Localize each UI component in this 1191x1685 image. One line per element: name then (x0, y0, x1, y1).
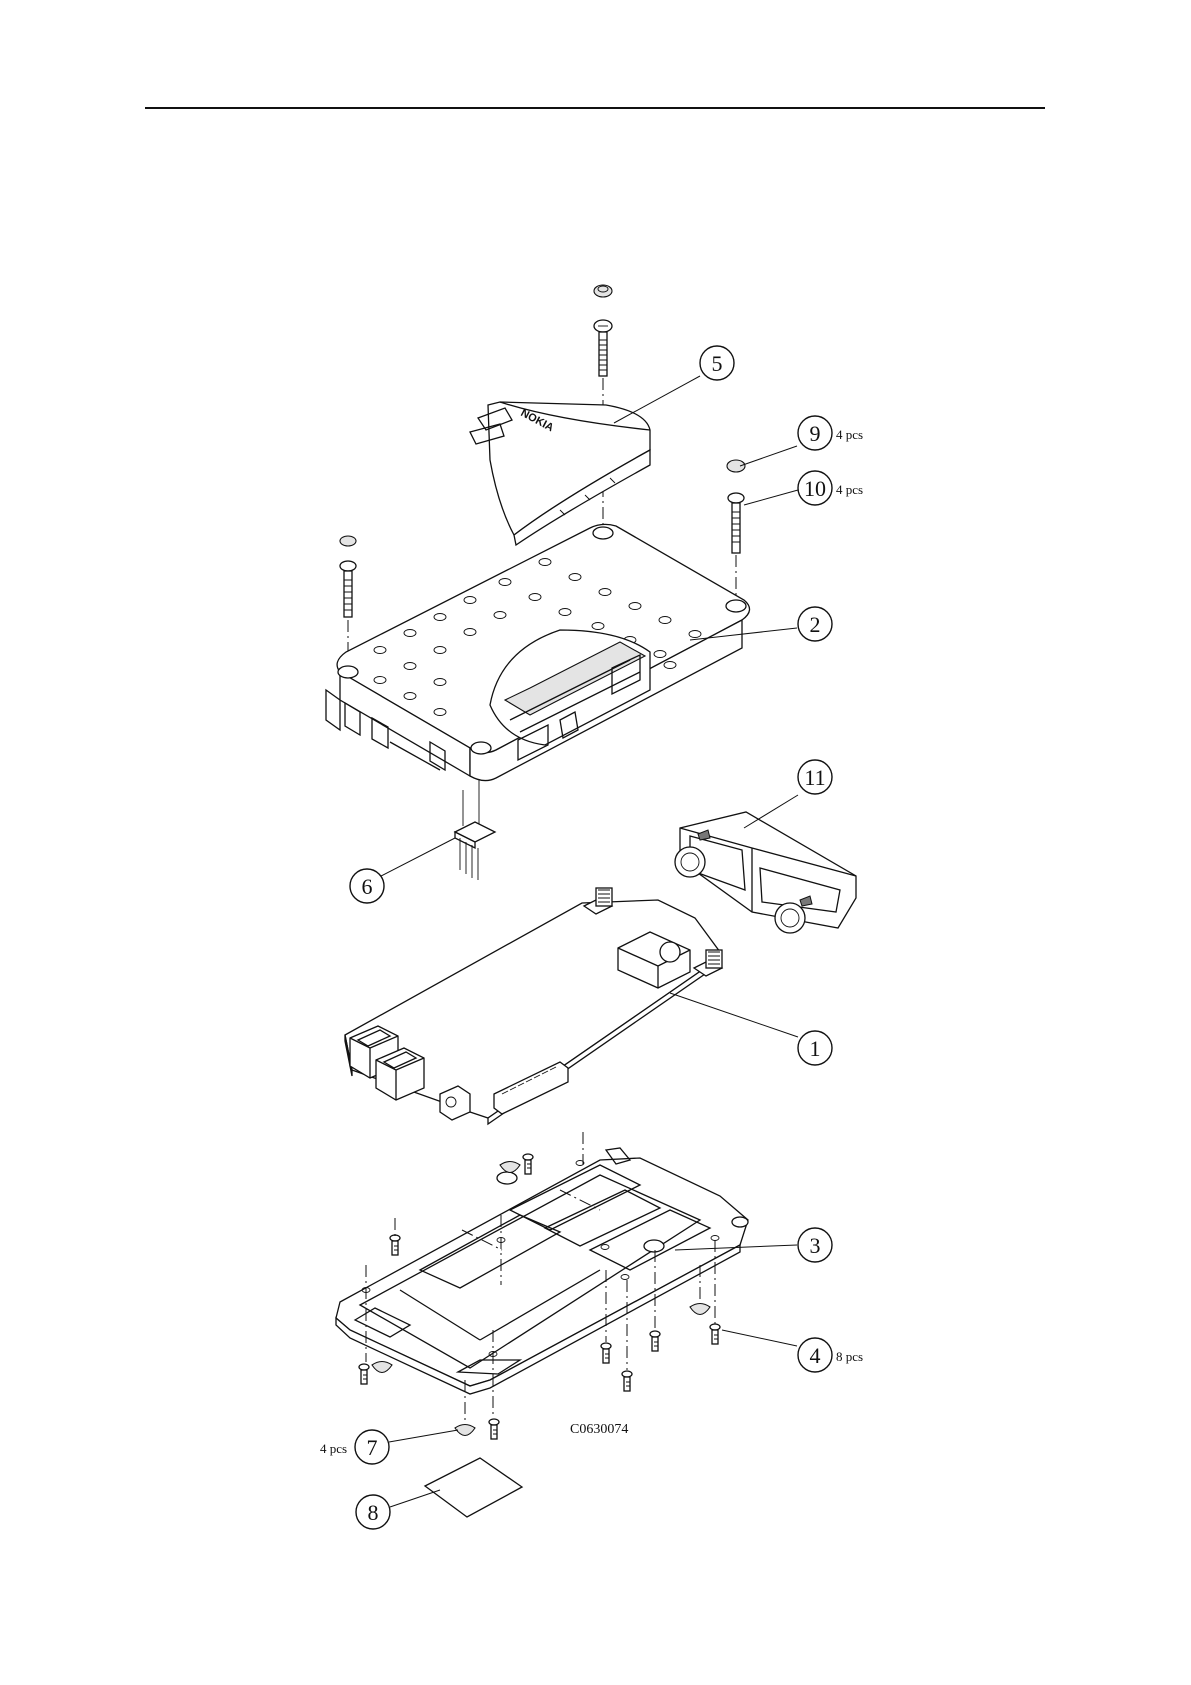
svg-text:2: 2 (810, 612, 821, 637)
housing-part-2 (326, 524, 750, 780)
svg-text:3: 3 (810, 1233, 821, 1258)
callout-2: 2 (798, 607, 832, 641)
right-screw-with-cap (727, 460, 745, 598)
callout-11: 11 (798, 760, 832, 794)
svg-text:6: 6 (362, 874, 373, 899)
svg-text:10: 10 (804, 476, 826, 501)
callout-10: 10 4 pcs (798, 471, 863, 505)
svg-text:5: 5 (712, 351, 723, 376)
callout-4: 4 8 pcs (798, 1338, 863, 1372)
callout-5: 5 (700, 346, 734, 380)
circuit-board-part-1 (345, 888, 722, 1124)
cover-part-5: NOKIA (470, 402, 650, 545)
callout-1: 1 (798, 1031, 832, 1065)
drawing-code: C0630074 (570, 1422, 628, 1437)
callout-10-qty: 4 pcs (836, 482, 863, 497)
callout-9: 9 4 pcs (798, 416, 863, 450)
svg-text:11: 11 (804, 765, 825, 790)
connector-part-6 (455, 780, 495, 880)
svg-text:9: 9 (810, 421, 821, 446)
callout-7-qty: 4 pcs (320, 1441, 347, 1456)
svg-text:4: 4 (810, 1343, 821, 1368)
callout-3: 3 (798, 1228, 832, 1262)
svg-text:1: 1 (810, 1036, 821, 1061)
callout-6: 6 (350, 869, 384, 903)
label-part-8 (425, 1458, 522, 1517)
callout-8: 8 (356, 1495, 390, 1529)
svg-text:8: 8 (368, 1500, 379, 1525)
svg-text:7: 7 (367, 1435, 378, 1460)
connector-housing-part-11 (675, 812, 856, 933)
bottom-frame-part-3 (336, 1148, 748, 1394)
callout-4-qty: 8 pcs (836, 1349, 863, 1364)
callout-7: 7 4 pcs (320, 1430, 389, 1464)
callout-9-qty: 4 pcs (836, 427, 863, 442)
